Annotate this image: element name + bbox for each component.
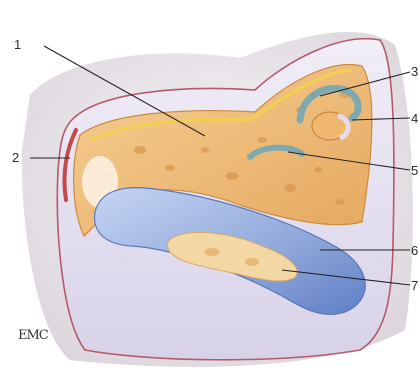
label-4: 4 [411, 112, 418, 125]
island-spot [245, 258, 259, 266]
label-2: 2 [12, 151, 19, 164]
label-1: 1 [14, 38, 21, 51]
label-3: 3 [411, 65, 418, 78]
label-7: 7 [411, 279, 418, 292]
island-spot [204, 248, 220, 256]
label-6: 6 [411, 244, 418, 257]
emc-watermark: EMC [18, 328, 48, 343]
label-5: 5 [411, 164, 418, 177]
